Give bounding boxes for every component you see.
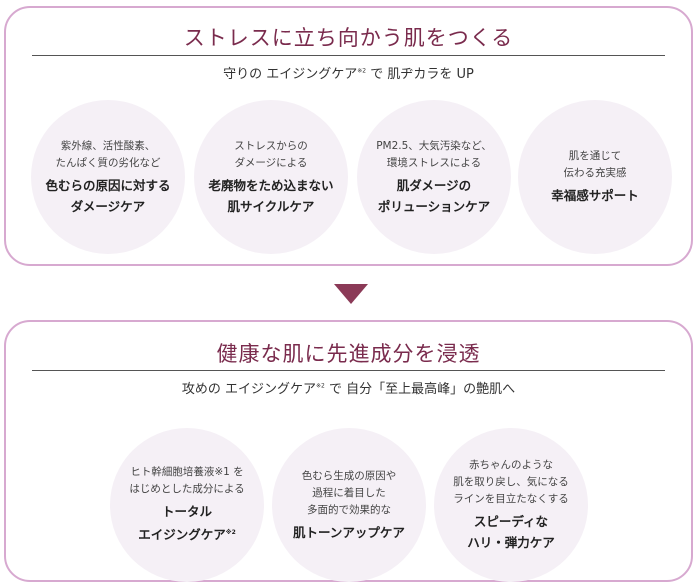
feature-title: 肌トーンアップケア — [293, 524, 405, 540]
feature-title: トータルエイジングケア※2 — [138, 504, 236, 543]
bottom-panel-title: 健康な肌に先進成分を浸透 — [216, 342, 481, 366]
feature-circle: PM2.5、大気汚染など、 環境ストレスによる 肌ダメージのポリューションケア — [357, 100, 511, 254]
feature-title: 幸福感サポート — [551, 188, 639, 203]
divider — [32, 55, 665, 56]
feature-title: 老廃物をため込まない肌サイクルケア — [208, 177, 334, 214]
feature-circle: ヒト幹細胞培養液※1 を はじめとした成分による トータルエイジングケア※2 — [110, 428, 264, 582]
top-panel-subtitle: 守りの エイジングケア※2 で 肌ヂカラを UP — [223, 67, 474, 82]
feature-title: 色むらの原因に対するダメージケア — [45, 177, 171, 214]
feature-circle: 紫外線、活性酸素、 たんぱく質の劣化など 色むらの原因に対するダメージケア — [31, 100, 185, 254]
bottom-panel: 健康な肌に先進成分を浸透 攻めの エイジングケア※2 で 自分「至上最高峰」の艶… — [4, 320, 693, 582]
bottom-panel-subtitle: 攻めの エイジングケア※2 で 自分「至上最高峰」の艶肌へ — [181, 382, 516, 397]
top-panel: ストレスに立ち向かう肌をつくる 守りの エイジングケア※2 で 肌ヂカラを UP… — [4, 6, 693, 266]
feature-title: スピーディなハリ・弾力ケア — [467, 514, 555, 550]
feature-circle: 色むら生成の原因や 過程に着目した 多面的で効果的な 肌トーンアップケア — [272, 428, 426, 582]
feature-title: 肌ダメージのポリューションケア — [377, 177, 491, 214]
down-triangle-icon — [334, 284, 368, 304]
feature-circle: 赤ちゃんのような 肌を取り戻し、気になる ラインを目立たなくする スピーディなハ… — [434, 428, 588, 582]
feature-circle: 肌を通じて 伝わる充実感 幸福感サポート — [518, 100, 672, 254]
divider — [32, 370, 665, 371]
feature-circle: ストレスからの ダメージによる 老廃物をため込まない肌サイクルケア — [194, 100, 348, 254]
top-panel-title: ストレスに立ち向かう肌をつくる — [183, 26, 514, 50]
